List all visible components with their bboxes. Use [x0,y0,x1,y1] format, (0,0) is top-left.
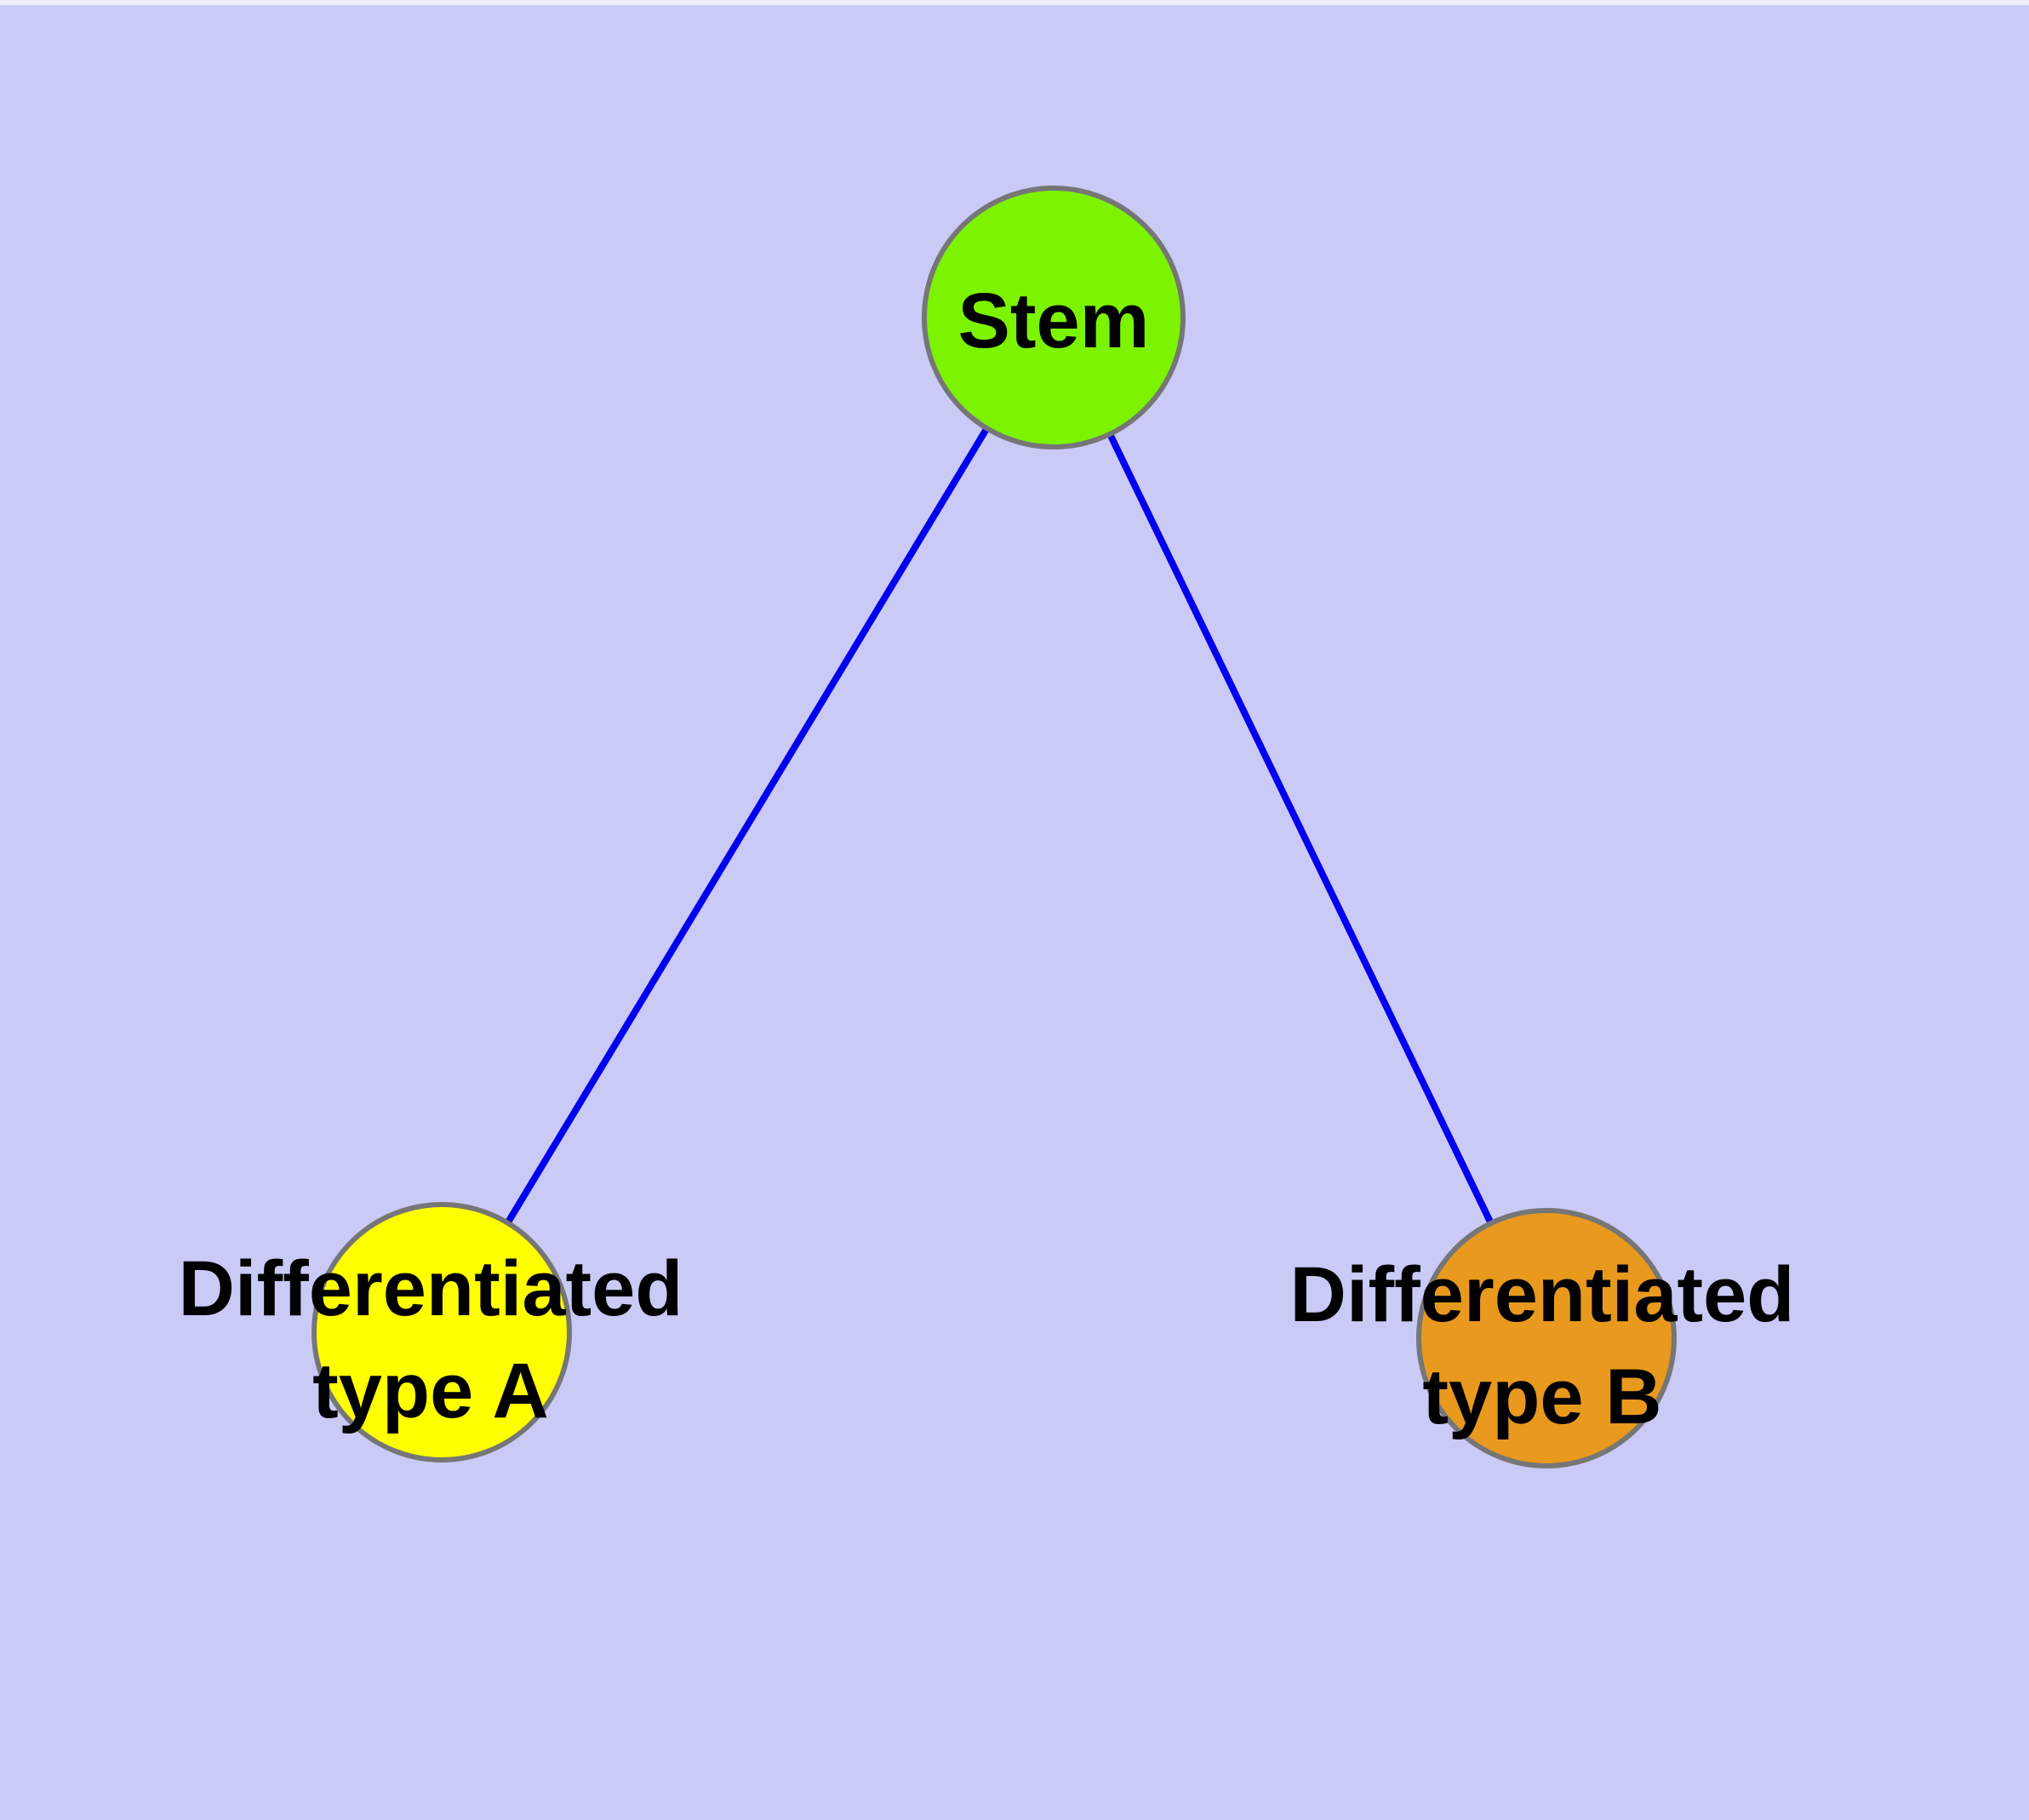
stem-node [922,186,1186,449]
type-a-label-line2: type A [312,1348,549,1434]
type-a-label-line1: Differentiated [179,1245,683,1332]
top-edge-strip [0,0,2029,5]
type-b-label-line2: type B [1422,1354,1661,1440]
type-b-label-line1: Differentiated [1290,1251,1795,1338]
edge-stem-to-type-a [438,315,1057,1335]
type-b-node [1416,1208,1677,1468]
edge-stem-to-type-b [1050,316,1550,1340]
stem-node-label: Stem [958,278,1150,364]
type-a-node [311,1202,572,1462]
